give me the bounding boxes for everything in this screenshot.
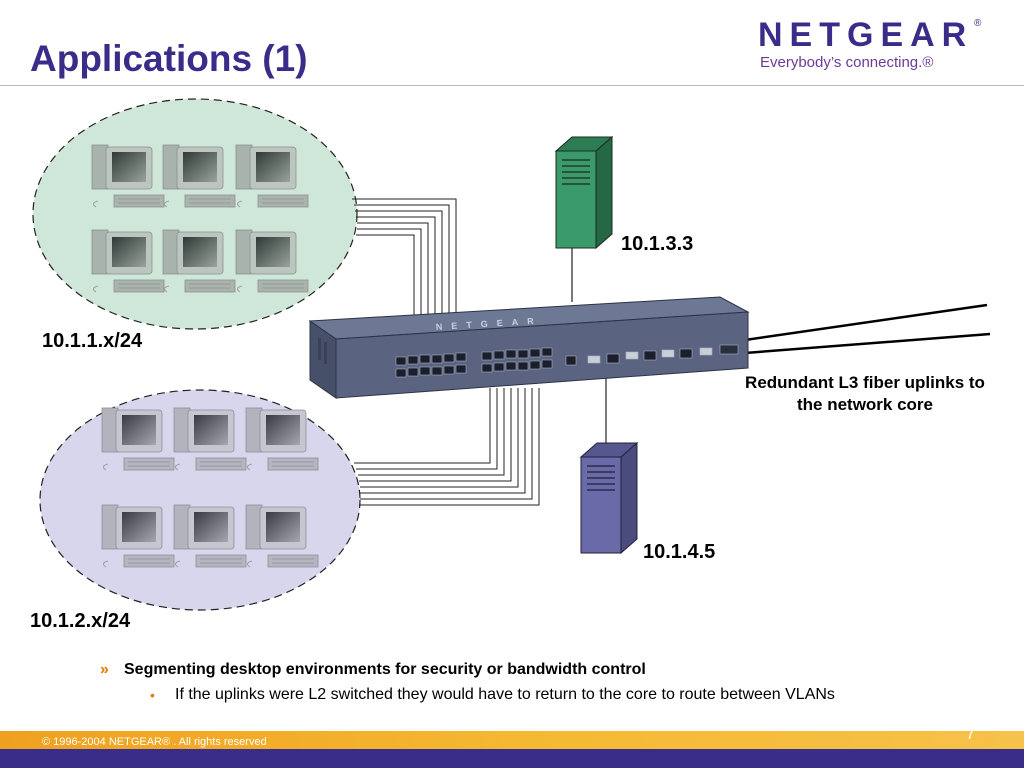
bullet-level2-text: If the uplinks were L2 switched they wou… xyxy=(175,686,835,703)
subnet-top-label: 10.1.1.x/24 xyxy=(42,330,143,352)
bullet-level2-marker: • xyxy=(150,687,155,703)
netgear-logo: NETGEAR ® Everybody’s connecting.® xyxy=(758,16,988,76)
slide-title: Applications (1) xyxy=(30,38,308,79)
footer-band-orange xyxy=(0,731,1024,749)
server-bottom xyxy=(579,441,639,555)
uplink-1 xyxy=(744,303,988,342)
server-top xyxy=(554,135,614,250)
subnet-top-cloud xyxy=(32,98,358,330)
header-divider xyxy=(0,85,1024,86)
logo-registered-mark: ® xyxy=(974,18,982,29)
bullet-level1-text: Segmenting desktop environments for secu… xyxy=(124,661,646,678)
server-top-label: 10.1.3.3 xyxy=(621,233,694,255)
subnet-bottom-label: 10.1.2.x/24 xyxy=(30,610,131,632)
switch: NETGEAR xyxy=(308,296,750,399)
bottom-subnet-cables xyxy=(354,388,540,506)
top-subnet-cables xyxy=(352,198,457,323)
logo-wordmark: NETGEAR xyxy=(758,16,974,54)
server-bottom-label: 10.1.4.5 xyxy=(643,541,716,563)
footer-band-purple xyxy=(0,749,1024,768)
uplink-note: Redundant L3 fiber uplinks to the networ… xyxy=(745,373,985,414)
page-number: 7 xyxy=(966,726,975,743)
switch-ports xyxy=(395,344,739,378)
copyright-text: © 1996-2004 NETGEAR® . All rights reserv… xyxy=(42,736,267,748)
bullet-level1-marker: » xyxy=(100,661,109,678)
logo-tagline: Everybody’s connecting.® xyxy=(760,54,934,71)
uplink-2 xyxy=(744,332,991,355)
